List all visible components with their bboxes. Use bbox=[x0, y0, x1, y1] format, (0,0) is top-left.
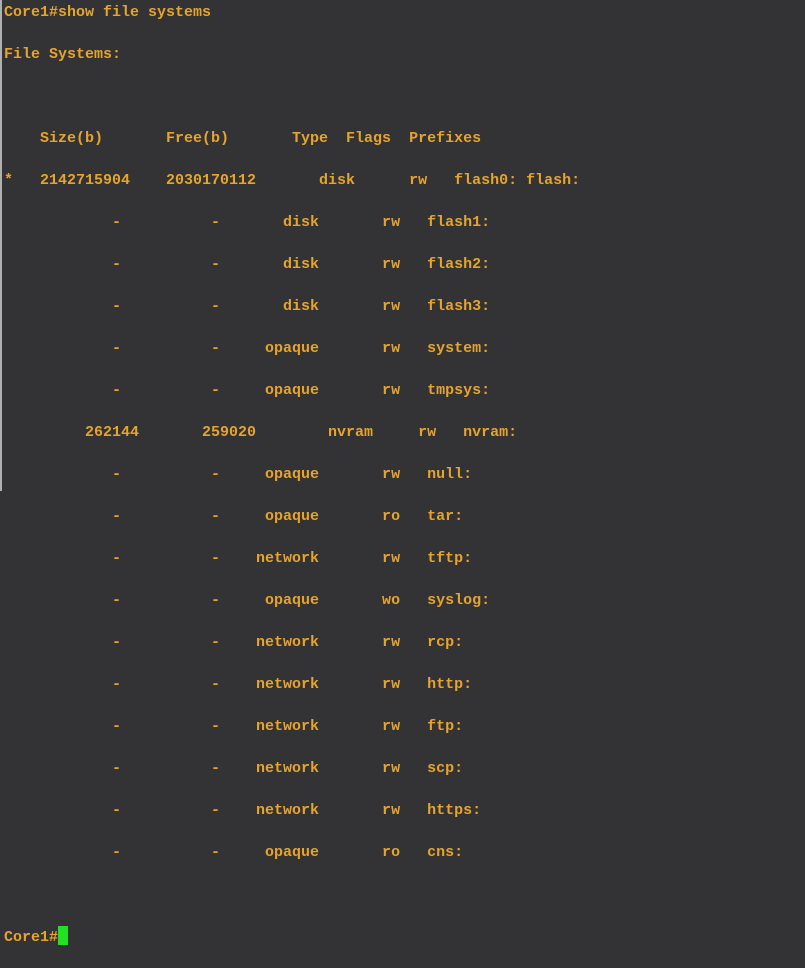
fs-row-flash0: * 2142715904 2030170112 disk rw flash0: … bbox=[4, 172, 581, 189]
fs-row-https: - - network rw https: bbox=[4, 802, 482, 819]
window-left-border bbox=[0, 0, 2, 491]
fs-row-flash3: - - disk rw flash3: bbox=[4, 298, 491, 315]
fs-row-flash2: - - disk rw flash2: bbox=[4, 256, 491, 273]
prompt: Core1# bbox=[4, 929, 59, 946]
blank-line bbox=[4, 884, 805, 905]
fs-row-tmpsys: - - opaque rw tmpsys: bbox=[4, 382, 491, 399]
fs-row-tar: - - opaque ro tar: bbox=[4, 508, 464, 525]
fs-row-flash1: - - disk rw flash1: bbox=[4, 214, 491, 231]
fs-row-cns: - - opaque ro cns: bbox=[4, 844, 464, 861]
fs-row-rcp: - - network rw rcp: bbox=[4, 634, 464, 651]
fs-row-system: - - opaque rw system: bbox=[4, 340, 491, 357]
fs-row-tftp: - - network rw tftp: bbox=[4, 550, 473, 567]
terminal-window: Core1#show file systems File Systems: Si… bbox=[0, 0, 805, 946]
fs-row-ftp: - - network rw ftp: bbox=[4, 718, 464, 735]
fs-row-nvram: 262144 259020 nvram rw nvram: bbox=[4, 424, 518, 441]
fs-row-null: - - opaque rw null: bbox=[4, 466, 473, 483]
prompt-line: Core1# bbox=[4, 926, 805, 947]
command-line: Core1#show file systems bbox=[4, 4, 212, 21]
blank-line bbox=[4, 86, 805, 107]
terminal-screen[interactable]: Core1#show file systems File Systems: Si… bbox=[2, 1, 805, 946]
cursor-block bbox=[58, 926, 69, 945]
fs-row-scp: - - network rw scp: bbox=[4, 760, 464, 777]
file-systems-heading: File Systems: bbox=[4, 46, 122, 63]
fs-table-header: Size(b) Free(b) Type Flags Prefixes bbox=[4, 130, 482, 147]
fs-row-http: - - network rw http: bbox=[4, 676, 473, 693]
fs-row-syslog: - - opaque wo syslog: bbox=[4, 592, 491, 609]
